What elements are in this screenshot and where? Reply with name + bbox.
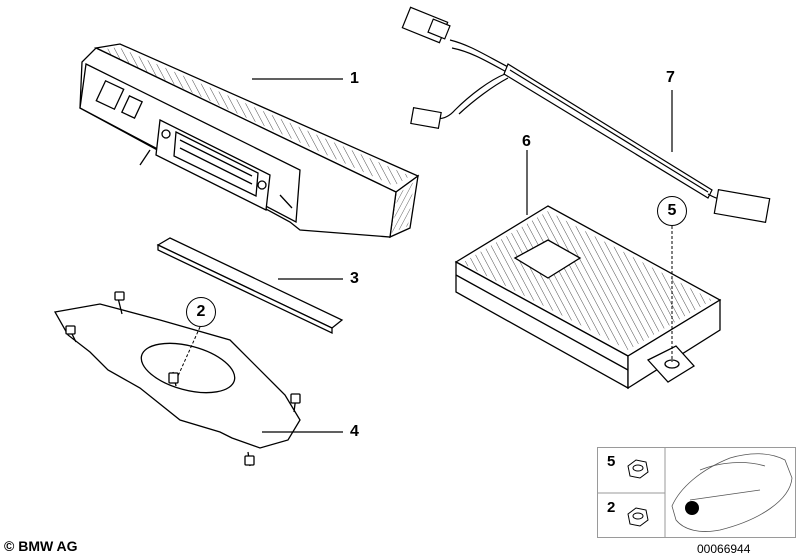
callout-2: 2 [186, 297, 216, 327]
document-number: 00066944 [697, 542, 751, 556]
legend-num-5: 5 [607, 453, 616, 470]
nut-icon-top [627, 459, 649, 479]
bracket [53, 291, 301, 467]
legend-box [597, 447, 796, 538]
callout-7: 7 [666, 69, 675, 86]
callout-1: 1 [350, 70, 359, 87]
nut-icon-bottom [627, 507, 649, 527]
callout-3: 3 [350, 270, 359, 287]
legend-num-2: 2 [607, 499, 616, 516]
copyright-text: © BMW AG [4, 538, 78, 554]
pad [156, 237, 344, 335]
leader-line-2 [177, 326, 201, 377]
callout-4: 4 [350, 423, 359, 440]
control-unit [79, 43, 420, 239]
callout-6: 6 [522, 133, 531, 150]
callout-5: 5 [657, 196, 687, 226]
car-location-icon [671, 453, 793, 532]
cable-harness [401, 6, 771, 224]
amplifier-module [454, 205, 722, 390]
